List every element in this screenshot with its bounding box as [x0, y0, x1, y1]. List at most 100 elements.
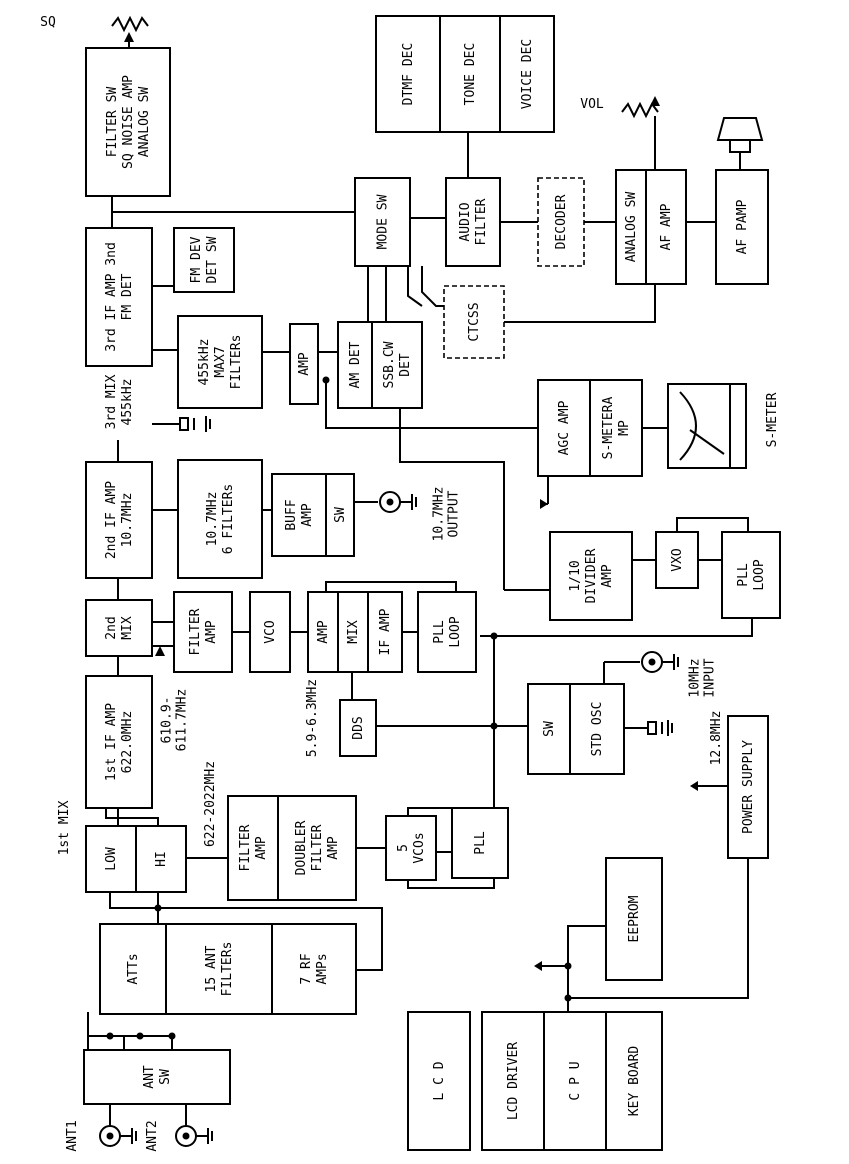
svg-text:DOUBLERFILTERAMP: DOUBLERFILTERAMP	[294, 820, 341, 875]
svg-text:1st IF AMP622.0MHz: 1st IF AMP622.0MHz	[104, 703, 135, 781]
block-ant-filters[interactable]: 15 ANTFILTERs	[165, 923, 273, 1015]
block-label: 1/10	[568, 560, 583, 591]
block-pll-loop[interactable]: PLLLOOP	[417, 591, 477, 673]
block-label: KEY BOARD	[627, 1046, 642, 1117]
block-second-if[interactable]: 2nd IF AMP10.7MHz	[85, 461, 153, 579]
block-label: VCOs	[412, 832, 427, 863]
block-voice-dec[interactable]: VOICE DEC	[499, 15, 555, 133]
block-label: ANALOG SW	[624, 192, 639, 263]
block-analog-sw[interactable]: ANALOG SW	[615, 169, 647, 285]
block-dds[interactable]: DDS	[339, 699, 377, 757]
block-lcd-driver[interactable]: LCD DRIVER	[481, 1011, 545, 1151]
label-ant1: ANT1	[65, 1120, 80, 1151]
block-label: MODE SW	[375, 194, 390, 249]
block-label: MP	[617, 420, 632, 436]
block-buff-amp[interactable]: BUFFAMP	[271, 473, 327, 557]
block-label: TONE DEC	[463, 43, 478, 106]
block-audio-filter[interactable]: AUDIOFILTER	[445, 177, 501, 267]
block-pll-loop-r[interactable]: PLLLOOP	[721, 531, 781, 619]
block-agc-amp[interactable]: AGC AMP	[537, 379, 591, 477]
block-filter-sw[interactable]: FILTER SWSQ NOISE AMPANALOG SW	[85, 47, 171, 197]
block-amp-a[interactable]: AMP	[289, 323, 319, 405]
block-key-board[interactable]: KEY BOARD	[605, 1011, 663, 1151]
block-af-amp[interactable]: AF AMP	[645, 169, 687, 285]
svg-text:FILTERAMP: FILTERAMP	[188, 608, 219, 655]
sq-potentiometer-icon[interactable]	[111, 15, 149, 33]
block-label: DET SW	[205, 236, 220, 283]
svg-text:PLLLOOP: PLLLOOP	[432, 616, 463, 647]
block-label: FILTER	[474, 198, 489, 245]
block-s-meter-amp[interactable]: S-METERAMP	[589, 379, 643, 477]
block-mode-sw[interactable]: MODE SW	[354, 177, 411, 267]
block-ctcss[interactable]: CTCSS	[443, 285, 505, 359]
svg-text:MIX: MIX	[346, 620, 361, 644]
block-label: DET	[398, 353, 413, 377]
ground-symbols	[179, 416, 673, 736]
label-mhz-5963: 5.9-6.3MHz	[305, 679, 320, 757]
block-std-osc[interactable]: STD OSC	[569, 683, 625, 775]
block-label: DOUBLER	[294, 820, 309, 875]
block-sw-out[interactable]: SW	[325, 473, 355, 557]
block-label: AM DET	[348, 341, 363, 388]
svg-text:S-METERAMP: S-METERAMP	[601, 397, 632, 460]
block-label: SQ NOISE AMP	[121, 75, 136, 169]
block-mix-b[interactable]: MIX	[337, 591, 369, 673]
block-decoder[interactable]: DECODER	[537, 177, 585, 267]
block-low[interactable]: LOW	[85, 825, 137, 893]
signal-labels: SQVOLS-METER10.7MHzOUTPUT10MHzINPUT12.8M…	[40, 15, 779, 1152]
svg-text:1/10DIVIDERAMP: 1/10DIVIDERAMP	[568, 548, 615, 603]
svg-text:STD OSC: STD OSC	[590, 702, 605, 757]
block-ssb-det[interactable]: SSB.CWDET	[371, 321, 423, 409]
svg-text:SW: SW	[333, 507, 348, 523]
svg-text:AM DET: AM DET	[348, 341, 363, 388]
block-eeprom[interactable]: EEPROM	[605, 857, 663, 981]
block-third-if[interactable]: 3rd IF AMP 3ndFM DET	[85, 227, 153, 367]
block-label: AMP	[204, 620, 219, 644]
svg-text:AF PAMP: AF PAMP	[735, 199, 750, 254]
block-atts[interactable]: ATTs	[99, 923, 167, 1015]
block-mhz455-filters[interactable]: 455kHzMAX7FILTERs	[177, 315, 263, 409]
block-second-mix[interactable]: 2ndMIX	[85, 599, 153, 657]
block-vxo[interactable]: VXO	[655, 531, 699, 589]
block-label: DTMF DEC	[401, 43, 416, 106]
block-label: LCD DRIVER	[506, 1042, 521, 1120]
svg-text:LCD DRIVER: LCD DRIVER	[506, 1042, 521, 1120]
block-doubler[interactable]: DOUBLERFILTERAMP	[277, 795, 357, 901]
block-power-supply[interactable]: POWER SUPPLY	[727, 715, 769, 859]
svg-text:CTCSS: CTCSS	[467, 302, 482, 341]
block-dtmf-dec[interactable]: DTMF DEC	[375, 15, 441, 133]
block-hi[interactable]: HI	[135, 825, 187, 893]
block-pll[interactable]: PLL	[451, 807, 509, 879]
block-filter-amp-b[interactable]: FILTERAMP	[227, 795, 279, 901]
block-am-det[interactable]: AM DET	[337, 321, 373, 409]
block-label: 5	[396, 844, 411, 852]
block-label: SW	[333, 507, 348, 523]
vol-potentiometer-icon[interactable]	[621, 96, 660, 119]
block-sw-std[interactable]: SW	[527, 683, 571, 775]
block-ant-sw[interactable]: ANTSW	[83, 1049, 231, 1105]
label-vol: VOL	[580, 97, 604, 112]
block-label: DDS	[351, 716, 366, 739]
block-label: DIVIDER	[584, 548, 599, 603]
block-lcd[interactable]: L C D	[407, 1011, 471, 1151]
block-first-if[interactable]: 1st IF AMP622.0MHz	[85, 675, 153, 809]
block-cpu[interactable]: C P U	[543, 1011, 607, 1151]
block-divider[interactable]: 1/10DIVIDERAMP	[549, 531, 633, 621]
svg-text:VCO: VCO	[263, 620, 278, 644]
svg-text:LOW: LOW	[104, 847, 119, 871]
block-amp-b[interactable]: AMP	[307, 591, 339, 673]
svg-text:BUFFAMP: BUFFAMP	[284, 499, 315, 530]
block-if-amp-b[interactable]: IF AMP	[367, 591, 403, 673]
block-fm-dev[interactable]: FM DEVDET SW	[173, 227, 235, 293]
block-label: ATTs	[126, 953, 141, 984]
block-vco[interactable]: VCO	[249, 591, 291, 673]
block-filters-107[interactable]: 10.7MHz6 FILTERs	[177, 459, 263, 579]
block-af-pamp[interactable]: AF PAMP	[715, 169, 769, 285]
block-rf-amps[interactable]: 7 RFAMPs	[271, 923, 357, 1015]
svg-text:ANALOG SW: ANALOG SW	[624, 192, 639, 263]
block-third-mix[interactable]: 3rd MIX455kHz	[104, 374, 135, 429]
block-label: LOW	[104, 847, 119, 871]
block-tone-dec[interactable]: TONE DEC	[439, 15, 501, 133]
block-filter-amp-a[interactable]: FILTERAMP	[173, 591, 233, 673]
block-vcos[interactable]: 5VCOs	[385, 815, 437, 881]
